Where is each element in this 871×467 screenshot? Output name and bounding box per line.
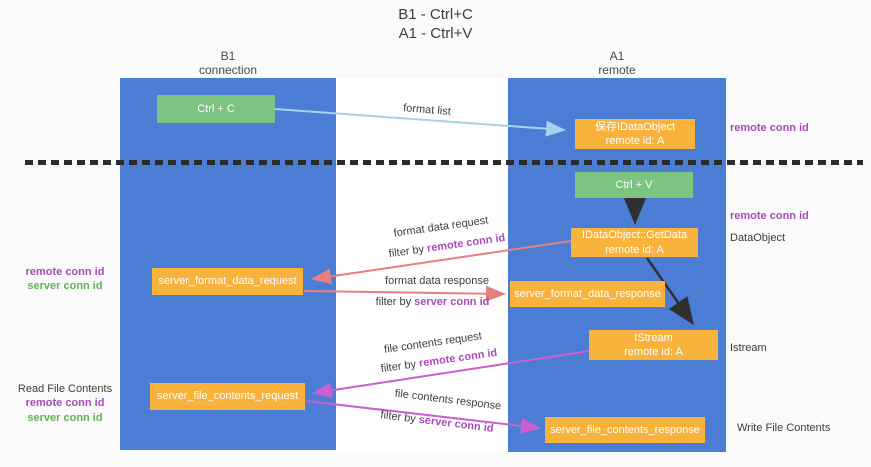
node-istream-line1: IStream [634,331,673,344]
message-lane-background [336,78,508,452]
node-ctrl-c-label: Ctrl + C [197,102,235,115]
node-istream: IStream remote id: A [589,330,718,360]
node-server-format-data-request: server_format_data_request [152,268,303,295]
annotation-read-file-contents-group: Read File Contents remote conn id server… [8,382,122,425]
annotation-remote-conn-id-top: remote conn id [730,122,809,134]
node-file-request-label: server_file_contents_request [156,390,299,403]
node-file-response-label: server_file_contents_response [550,423,700,436]
node-server-file-contents-request: server_file_contents_request [150,383,305,410]
node-server-file-contents-response: server_file_contents_response [545,417,705,443]
annotation-write-file-contents: Write File Contents [737,422,831,434]
right-header-sub: remote [598,62,636,77]
server-conn-id-text: server conn id [414,296,490,308]
left-header-sub: connection [198,62,258,77]
node-ctrl-c: Ctrl + C [157,95,275,123]
right-column-header: A1 remote [508,49,726,78]
left-header-name: B1 [220,49,236,63]
right-header-name: A1 [609,49,625,63]
annotation-remote-conn-id-left-2: remote conn id [25,397,105,410]
diagram-title: B1 - Ctrl+C A1 - Ctrl+V [0,6,871,44]
arrow-file-contents-response [305,400,541,434]
edge-label-filter-by-server-conn-id-1: filter by server conn id [375,296,490,308]
node-getdata-line2: remote id: A [605,243,664,256]
arrow-file-contents-request [312,350,590,399]
annotation-remote-conn-id-left-1: remote conn id [25,266,105,278]
node-getdata-line1: IDataObject::GetData [581,229,688,242]
annotation-left-conn-ids: remote conn id server conn id [8,265,122,294]
arrow-getdata-to-istream [645,257,694,326]
arrow-format-list [274,108,566,137]
annotation-server-conn-id-left-1: server conn id [27,280,103,293]
annotation-remote-conn-id-mid: remote conn id [730,210,809,222]
left-column-header: B1 connection [120,49,336,78]
node-istream-line2: remote id: A [624,346,683,358]
phase-separator-dashed-line [25,160,863,165]
node-ctrl-v: Ctrl + V [575,172,693,198]
annotation-server-conn-id-left-2: server conn id [27,411,103,424]
annotation-istream: Istream [730,342,767,354]
annotation-dataobject: DataObject [730,232,786,244]
title-line-1: B1 - Ctrl+C [398,6,473,23]
node-format-response-label: server_format_data_response [514,287,661,300]
filter-by-text: filter by [375,296,412,308]
title-line-2: A1 - Ctrl+V [398,24,473,42]
node-server-format-data-response: server_format_data_response [510,281,665,307]
arrow-format-data-request [311,240,572,285]
node-idataobject-getdata: IDataObject::GetData remote id: A [571,228,698,257]
arrow-format-data-response [303,285,506,302]
node-save-idataobject: 保存IDataObject remote id: A [575,119,695,149]
annotation-read-file-contents: Read File Contents [17,383,113,395]
node-format-request-label: server_format_data_request [158,275,297,288]
node-save-idataobject-line2: remote id: A [605,135,665,147]
edge-label-format-data-response: format data response [385,275,489,287]
node-ctrl-v-label: Ctrl + V [615,178,653,191]
node-save-idataobject-line1: 保存IDataObject [594,120,676,133]
